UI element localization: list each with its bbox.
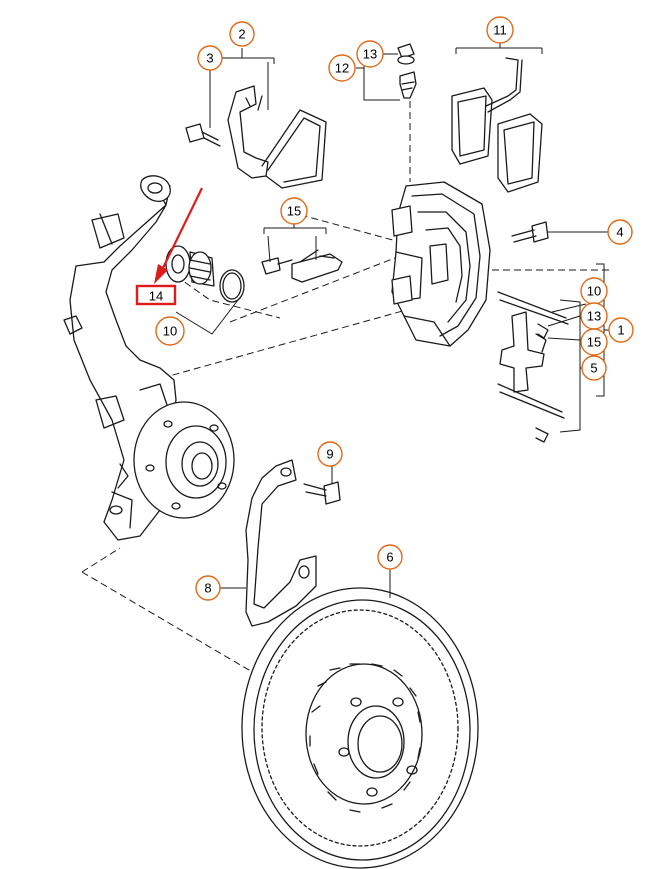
callout-14: 14 bbox=[149, 289, 163, 304]
callout-label: 3 bbox=[206, 51, 213, 66]
callout-13-top: 13 bbox=[356, 40, 384, 68]
callout-1: 1 bbox=[608, 317, 634, 343]
callout-label: 15 bbox=[587, 335, 601, 350]
callout-12: 12 bbox=[328, 54, 356, 82]
callout-3: 3 bbox=[197, 45, 223, 71]
callout-label: 13 bbox=[587, 309, 601, 324]
guide-pins-and-spring bbox=[497, 291, 569, 443]
callout-13-right: 13 bbox=[580, 302, 608, 330]
callout-5: 5 bbox=[581, 355, 607, 381]
assembly-guide-lines bbox=[81, 90, 610, 701]
callout-10-left: 10 bbox=[155, 316, 185, 346]
callout-label: 8 bbox=[204, 581, 211, 596]
brake-disc bbox=[241, 587, 479, 869]
callout-8: 8 bbox=[195, 575, 221, 601]
callout-label: 9 bbox=[326, 447, 333, 462]
caliper-bolt bbox=[511, 221, 549, 243]
callout-label: 2 bbox=[238, 27, 245, 42]
callout-label-highlighted: 14 bbox=[149, 289, 163, 304]
callout-2: 2 bbox=[229, 21, 255, 47]
callout-label: 10 bbox=[587, 284, 601, 299]
callout-10-right: 10 bbox=[580, 277, 608, 305]
brake-pads bbox=[451, 57, 543, 193]
callout-label: 10 bbox=[163, 324, 177, 339]
brake-caliper bbox=[391, 181, 491, 347]
anti-rattle-clip bbox=[261, 249, 343, 283]
hose-bracket bbox=[185, 85, 327, 189]
splash-shield bbox=[245, 459, 317, 627]
callout-label: 5 bbox=[590, 361, 597, 376]
shield-screw bbox=[303, 481, 341, 505]
callout-15-top: 15 bbox=[280, 197, 308, 225]
callout-label: 13 bbox=[363, 47, 377, 62]
callout-leaders bbox=[175, 40, 610, 598]
caliper-seal-kit bbox=[165, 245, 245, 303]
callout-label: 11 bbox=[493, 23, 507, 38]
callout-15-right: 15 bbox=[580, 328, 608, 356]
callout-6: 6 bbox=[377, 544, 403, 570]
callout-label: 6 bbox=[386, 550, 393, 565]
callout-label: 15 bbox=[287, 204, 301, 219]
callout-label: 1 bbox=[617, 323, 624, 338]
callout-label: 12 bbox=[335, 61, 349, 76]
callout-11: 11 bbox=[486, 16, 514, 44]
bleed-screw bbox=[397, 43, 417, 99]
wheel-hub bbox=[133, 401, 235, 519]
callout-label: 4 bbox=[616, 225, 623, 240]
highlight-arrow bbox=[154, 187, 203, 284]
callout-4: 4 bbox=[607, 219, 633, 245]
highlight-box bbox=[135, 284, 177, 306]
callout-9: 9 bbox=[317, 441, 343, 467]
